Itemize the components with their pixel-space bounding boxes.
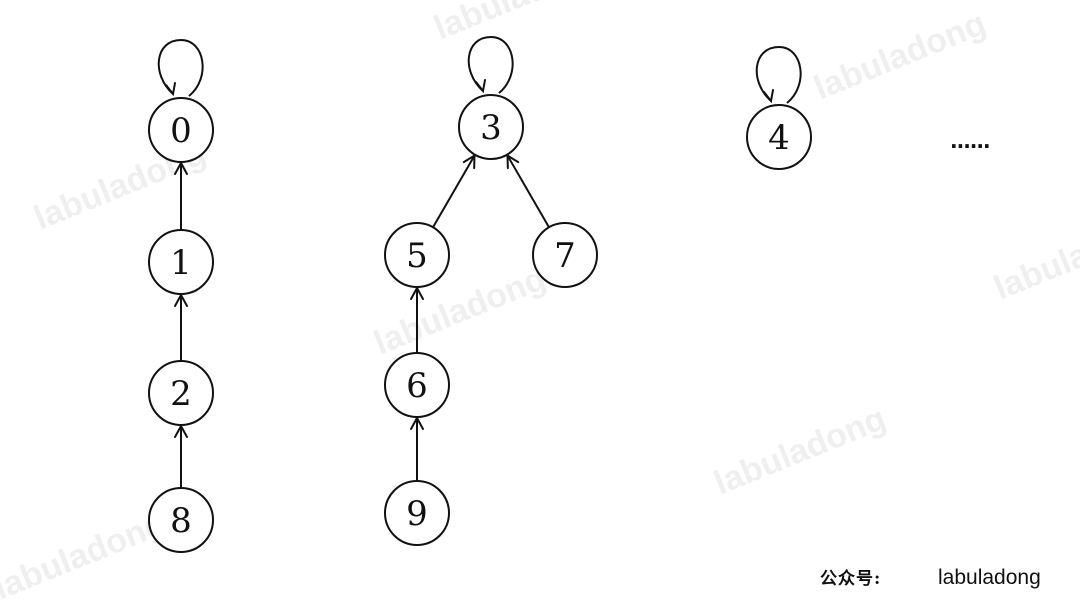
self-loop-arrowhead-icon — [165, 82, 176, 97]
ellipsis-indicator: ...... — [950, 129, 990, 153]
node-circle — [148, 229, 214, 295]
node-label: 0 — [170, 111, 192, 151]
node-circle — [746, 104, 812, 170]
node-circle — [384, 480, 450, 546]
self-loop-arrowhead-icon — [763, 89, 774, 104]
node-8: 8 — [148, 487, 214, 553]
footer-account-name: labuladong — [938, 566, 1041, 589]
node-label: 3 — [480, 108, 502, 148]
node-3: 3 — [458, 94, 524, 160]
node-9: 9 — [384, 480, 450, 546]
edge-layer — [174, 153, 550, 488]
node-circle — [532, 222, 598, 288]
node-label: 6 — [406, 366, 428, 406]
node-layer: 0 1 2 8 3 5 7 6 9 4 — [148, 94, 812, 553]
node-circle — [384, 222, 450, 288]
footer-credit: 公众号: labuladong — [820, 566, 1041, 589]
edge-line — [432, 155, 476, 228]
footer-seal-logo: 公众号: — [820, 568, 881, 589]
watermark-text: labuladong — [0, 504, 171, 607]
node-label: 4 — [768, 118, 790, 158]
watermark-text: labuladong — [809, 4, 991, 107]
edge-7-to-3 — [506, 153, 550, 228]
node-label: 8 — [170, 501, 192, 541]
edge-9-to-6 — [410, 415, 424, 481]
node-circle — [458, 94, 524, 160]
node-4: 4 — [746, 104, 812, 170]
watermark-text: labuladong — [429, 0, 611, 47]
self-loop-4 — [755, 45, 802, 104]
edge-2-to-1 — [174, 292, 188, 361]
node-label: 9 — [406, 494, 428, 534]
node-label: 7 — [554, 236, 576, 276]
node-0: 0 — [148, 97, 214, 163]
edge-8-to-2 — [174, 423, 188, 488]
node-circle — [148, 97, 214, 163]
node-2: 2 — [148, 360, 214, 426]
watermark-text: labuladong — [989, 204, 1080, 307]
node-label: 5 — [406, 236, 428, 276]
node-6: 6 — [384, 352, 450, 418]
node-label: 1 — [170, 243, 192, 283]
node-label: 2 — [170, 374, 192, 414]
self-loop-0 — [157, 38, 204, 97]
node-circle — [148, 487, 214, 553]
node-circle — [384, 352, 450, 418]
node-1: 1 — [148, 229, 214, 295]
self-loop-arrowhead-icon — [475, 79, 486, 94]
node-5: 5 — [384, 222, 450, 288]
node-7: 7 — [532, 222, 598, 288]
edge-5-to-3 — [432, 153, 476, 228]
node-circle — [148, 360, 214, 426]
edge-line — [506, 155, 550, 228]
self-loop-layer — [157, 35, 802, 104]
watermark-text: labuladong — [709, 399, 891, 502]
self-loop-3 — [467, 35, 514, 94]
